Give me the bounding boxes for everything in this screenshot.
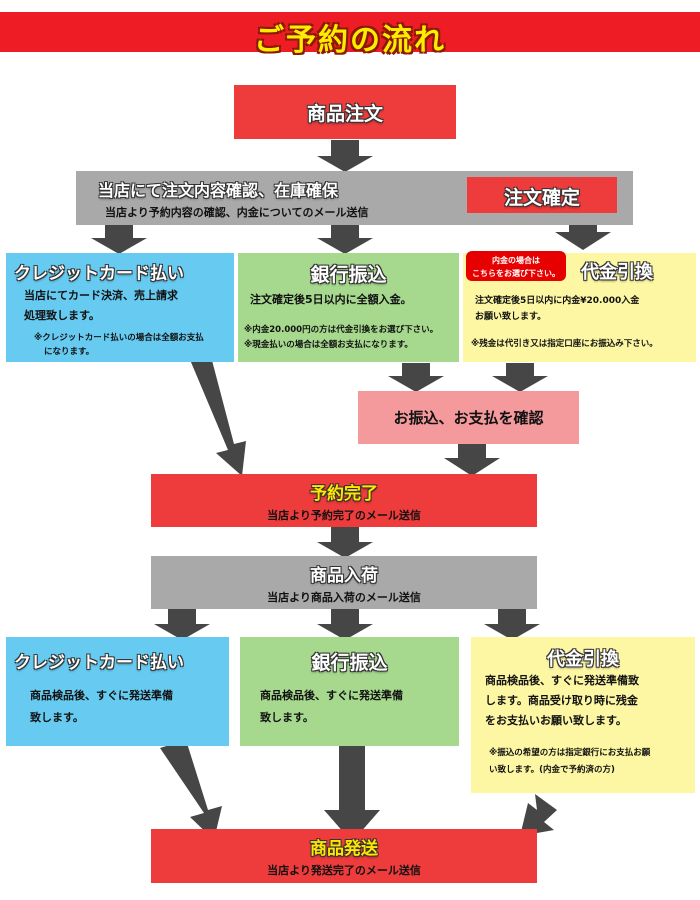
cod-line2: お願い致します。: [475, 312, 547, 322]
reservation-done-sub: 当店より予約完了のメール送信: [267, 509, 421, 522]
arrow-cod-to-shipping: [520, 794, 557, 836]
arrival-cod-label: 代金引換: [547, 649, 619, 670]
arrival-cod-note1: ※振込の希望の方は指定銀行にお支払お願: [489, 748, 651, 758]
confirm-sub: 当店より予約内容の確認、内金についてのメール送信: [105, 206, 369, 219]
arrow-credit-to-shipping: [160, 740, 222, 840]
arrow-confirm-to-credit: [91, 225, 147, 254]
arrow-arrival-to-cod: [484, 609, 540, 640]
arrival-credit-label: クレジットカード払い: [14, 653, 184, 673]
credit-line2: 処理致します。: [24, 309, 100, 323]
deposit-notice-line2: こちらをお選び下さい。: [472, 269, 560, 278]
arrow-confirm-to-bank: [317, 225, 373, 254]
order-box: 商品注文: [234, 85, 456, 139]
page-title: ご予約の流れ: [254, 23, 446, 58]
arrival-cod-line3: をお支払いお願い致します。: [485, 714, 627, 727]
arrow-order-to-confirm: [317, 140, 373, 172]
arrival-credit-line1: 商品検品後、すぐに発送準備: [30, 689, 173, 702]
cod-note1: ※残金は代引き又は指定口座にお振込み下さい。: [471, 339, 658, 349]
arrow-cod-to-check: [492, 363, 548, 392]
title-bar: ご予約の流れ: [0, 12, 700, 58]
arrival-box: 商品入荷 当店より商品入荷のメール送信: [151, 556, 537, 609]
shipping-label: 商品発送: [310, 839, 378, 859]
arrival-cod-note2: い致します。(内金で予約済の方): [489, 765, 615, 775]
confirm-label: 当店にて注文内容確認、在庫確保: [98, 181, 339, 200]
arrow-check-to-reservation: [444, 444, 500, 476]
arrival-sub: 当店より商品入荷のメール送信: [267, 591, 421, 604]
deposit-notice-line1: 内金の場合は: [492, 256, 540, 265]
arrow-arrival-to-bank: [317, 609, 373, 640]
cod-line1: 注文確定後5日以内に内金¥20.000入金: [475, 296, 640, 306]
arrow-bank-to-check: [388, 363, 444, 392]
bank-label: 銀行振込: [310, 264, 387, 286]
cod-label: 代金引換: [581, 262, 653, 283]
bank-note2: ※現金払いの場合は全額お支払になります。: [244, 340, 413, 350]
credit-label: クレジットカード払い: [14, 264, 184, 284]
arrow-credit-to-reservation: [180, 330, 246, 476]
arrival-credit-line2: 致します。: [30, 711, 84, 724]
deposit-notice-badge: 内金の場合は こちらをお選び下さい。: [466, 251, 566, 281]
payment-check-label: お振込、お支払を確認: [393, 409, 544, 427]
credit-line1: 当店にてカード決済、売上請求: [24, 289, 178, 302]
bank-box: 銀行振込 注文確定後5日以内に全額入金。 ※内金20.000円の方は代金引換をお…: [238, 253, 459, 362]
credit-box: クレジットカード払い 当店にてカード決済、売上請求 処理致します。 ※クレジット…: [6, 253, 234, 362]
payment-check-box: お振込、お支払を確認: [358, 391, 579, 444]
arrow-arrival-to-credit: [154, 609, 210, 640]
order-confirmed-label: 注文確定: [503, 187, 580, 209]
arrow-reservation-to-arrival: [317, 527, 373, 558]
arrival-cod-line2: します。商品受け取り時に残金: [485, 694, 638, 707]
arrival-cod-box: 代金引換 商品検品後、すぐに発送準備致 します。商品受け取り時に残金 をお支払い…: [471, 637, 695, 793]
arrival-bank-line2: 致します。: [260, 711, 314, 724]
arrival-credit-box: クレジットカード払い 商品検品後、すぐに発送準備 致します。: [6, 637, 229, 746]
order-label: 商品注文: [306, 103, 383, 125]
arrival-label: 商品入荷: [310, 566, 378, 586]
bank-note1: ※内金20.000円の方は代金引換をお選び下さい。: [244, 325, 439, 335]
reservation-done-box: 予約完了 当店より予約完了のメール送信: [151, 474, 537, 527]
shipping-box: 商品発送 当店より発送完了のメール送信: [151, 829, 537, 883]
arrow-bank-to-shipping: [324, 746, 380, 842]
order-confirmed-badge: 注文確定: [467, 177, 617, 213]
credit-note2: になります。: [44, 347, 95, 357]
bank-line1: 注文確定後5日以内に全額入金。: [250, 293, 412, 306]
arrival-bank-line1: 商品検品後、すぐに発送準備: [260, 689, 403, 702]
shipping-sub: 当店より発送完了のメール送信: [267, 864, 421, 877]
arrival-cod-line1: 商品検品後、すぐに発送準備致: [485, 674, 639, 687]
credit-note1: ※クレジットカード払いの場合は全額お支払: [34, 333, 204, 343]
arrival-bank-label: 銀行振込: [311, 652, 388, 674]
reservation-done-label: 予約完了: [310, 484, 378, 504]
arrival-bank-box: 銀行振込 商品検品後、すぐに発送準備 致します。: [240, 637, 459, 746]
